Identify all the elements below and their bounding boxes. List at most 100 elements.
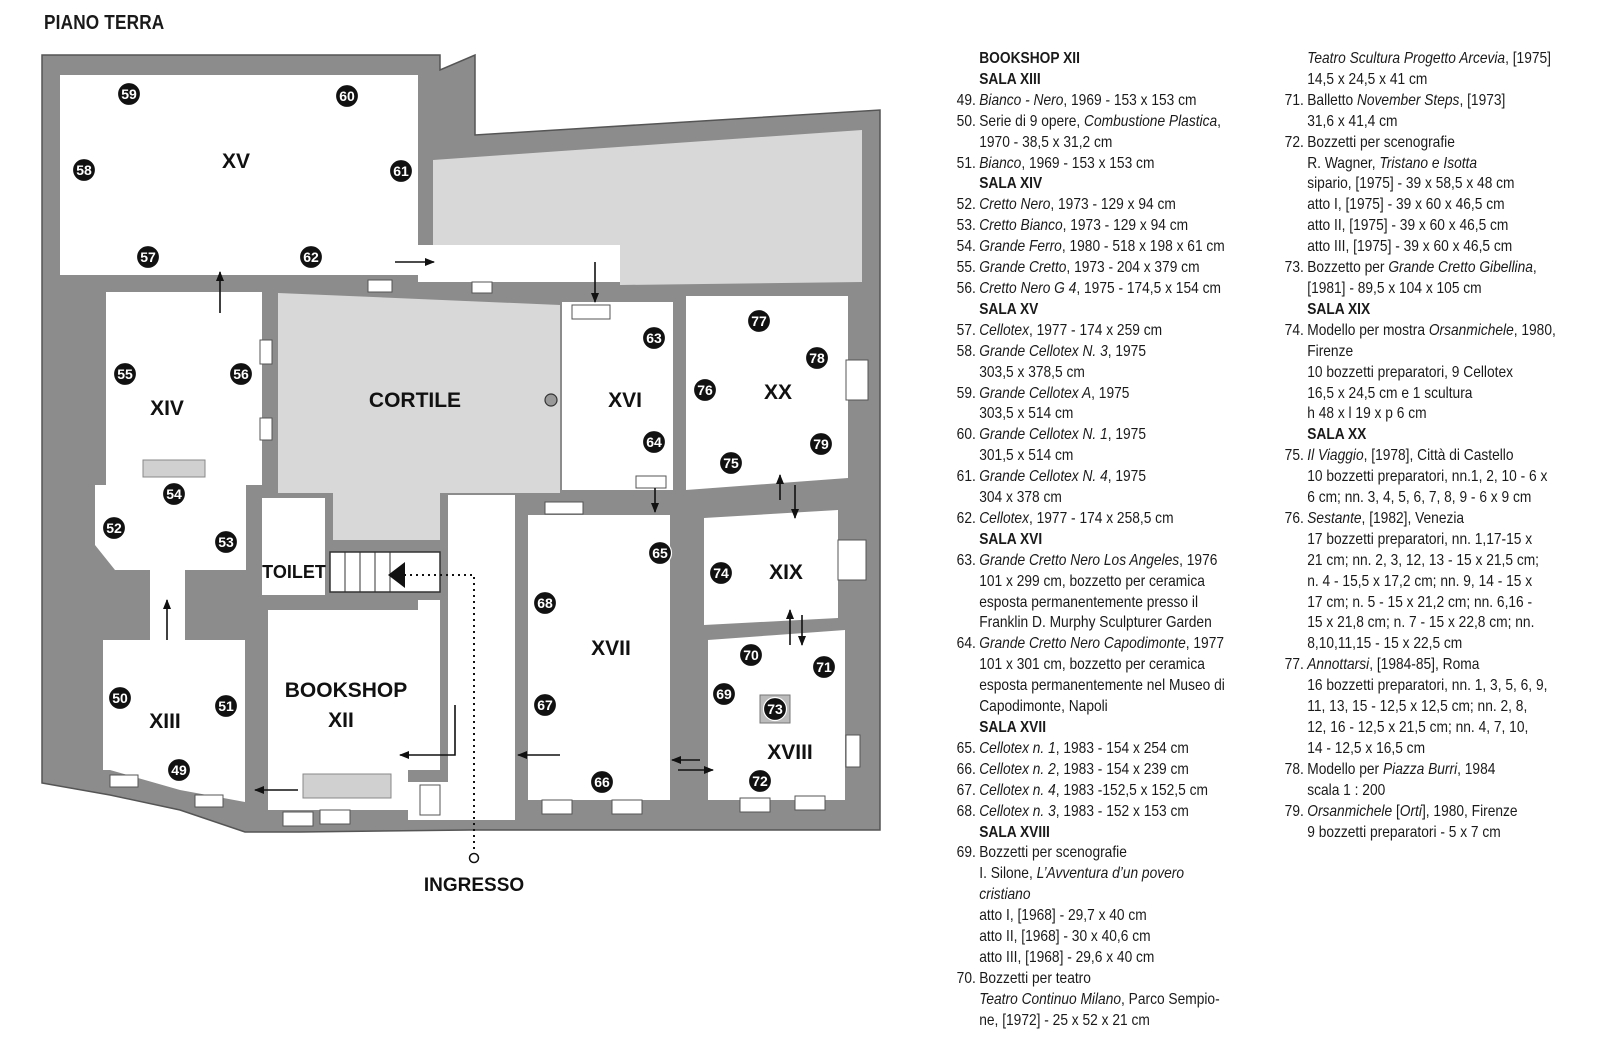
exhibit-marker-56: 56 xyxy=(228,361,254,387)
legend-line: 68.Cellotex n. 3, 1983 - 152 x 153 cm xyxy=(956,802,1189,820)
legend-line: 76.Sestante, [1982], Venezia xyxy=(1284,509,1465,527)
legend-line: ne, [1972] - 25 x 52 x 21 cm xyxy=(979,1011,1150,1029)
legend-section-heading: SALA XX xyxy=(1307,426,1367,444)
room-label-xvi: XVI xyxy=(608,389,642,412)
legend-line: 74.Modello per mostra Orsanmichele, 1980… xyxy=(1284,321,1556,339)
legend-line: sipario, [1975] - 39 x 58,5 x 48 cm xyxy=(1307,175,1515,193)
exhibit-marker-number: 54 xyxy=(166,486,182,502)
legend-line: 59.Grande Cellotex A, 1975 xyxy=(956,384,1130,402)
legend-line: 60.Grande Cellotex N. 1, 1975 xyxy=(956,426,1146,444)
legend-line: 16,5 x 24,5 cm e 1 scultura xyxy=(1307,384,1473,402)
legend-line: 6 cm; nn. 3, 4, 5, 6, 7, 8, 9 - 6 x 9 cm xyxy=(1307,489,1532,507)
exhibit-marker-61: 61 xyxy=(388,158,414,184)
floor-title: PIANO TERRA xyxy=(44,12,165,34)
exhibit-marker-number: 74 xyxy=(713,565,729,581)
exhibit-marker-number: 62 xyxy=(303,249,319,265)
exhibit-marker-72: 72 xyxy=(747,768,773,794)
legend-line: 11, 13, 15 - 12,5 x 12,5 cm; nn. 2, 8, xyxy=(1307,698,1528,716)
exhibit-marker-52: 52 xyxy=(101,515,127,541)
legend-line: 1970 - 38,5 x 31,2 cm xyxy=(979,133,1113,151)
legend-line: 58.Grande Cellotex N. 3, 1975 xyxy=(956,342,1146,360)
legend-section-heading: SALA XVI xyxy=(979,530,1043,548)
exhibit-marker-number: 70 xyxy=(743,647,759,663)
exhibit-marker-number: 72 xyxy=(752,773,768,789)
exhibit-marker-number: 57 xyxy=(140,249,156,265)
legend-line: 62.Cellotex, 1977 - 174 x 258,5 cm xyxy=(956,509,1174,527)
exhibit-marker-number: 56 xyxy=(233,366,249,382)
legend-line: 17 cm; n. 5 - 15 x 21,2 cm; nn. 6,16 - xyxy=(1307,593,1533,611)
legend-line: 63.Grande Cretto Nero Los Angeles, 1976 xyxy=(956,551,1218,569)
legend-line: 304 x 378 cm xyxy=(979,489,1062,507)
stair-landing xyxy=(333,493,440,540)
room-xiii-floor xyxy=(103,640,245,802)
legend-line: Firenze xyxy=(1307,342,1354,360)
exhibit-marker-69: 69 xyxy=(711,681,737,707)
legend-line: 79.Orsanmichele [Orti], 1980, Firenze xyxy=(1284,802,1518,820)
room-label-xii: XII xyxy=(328,709,354,732)
room-label-cortile: CORTILE xyxy=(369,389,461,412)
legend-line: 50.Serie di 9 opere, Combustione Plastic… xyxy=(956,112,1221,130)
entrance-corridor xyxy=(448,495,515,820)
legend-line: 73.Bozzetto per Grande Cretto Gibellina, xyxy=(1284,259,1537,277)
exhibit-marker-55: 55 xyxy=(112,361,138,387)
legend-line: 77.Annottarsi, [1984-85], Roma xyxy=(1284,656,1480,674)
exhibit-marker-53: 53 xyxy=(213,529,239,555)
exhibit-marker-number: 55 xyxy=(117,366,133,382)
exhibit-marker-number: 49 xyxy=(171,762,187,778)
exhibit-marker-number: 78 xyxy=(809,350,825,366)
exhibit-marker-62: 62 xyxy=(298,244,324,270)
legend-line: 57.Cellotex, 1977 - 174 x 259 cm xyxy=(956,321,1163,339)
exhibit-marker-68: 68 xyxy=(532,590,558,616)
exhibit-marker-73: 73 xyxy=(762,696,788,722)
room-label-xiv: XIV xyxy=(150,397,184,420)
exhibit-marker-number: 71 xyxy=(816,659,832,675)
bookshop-counter xyxy=(302,773,392,799)
legend-line: Teatro Scultura Progetto Arcevia, [1975] xyxy=(1307,50,1551,67)
exhibit-marker-number: 68 xyxy=(537,595,553,611)
exhibit-marker-54: 54 xyxy=(161,481,187,507)
legend-line: n. 4 - 15,5 x 17,2 cm; nn. 9, 14 - 15 x xyxy=(1307,572,1533,590)
exhibit-marker-58: 58 xyxy=(71,157,97,183)
exhibit-marker-number: 51 xyxy=(218,698,234,714)
legend-line: esposta permanentemente presso il xyxy=(979,593,1199,611)
exhibit-marker-number: 60 xyxy=(339,88,355,104)
legend-line: scala 1 : 200 xyxy=(1307,781,1386,799)
legend-line: 101 x 299 cm, bozzetto per ceramica xyxy=(979,572,1205,590)
exhibit-marker-79: 79 xyxy=(808,431,834,457)
legend-line: 64.Grande Cretto Nero Capodimonte, 1977 xyxy=(956,635,1225,653)
legend-section-heading: SALA XV xyxy=(979,300,1039,318)
exhibit-marker-76: 76 xyxy=(692,377,718,403)
exhibit-marker-number: 59 xyxy=(121,86,137,102)
cortile-floor xyxy=(278,293,560,493)
legend-line: 53.Cretto Bianco, 1973 - 129 x 94 cm xyxy=(956,217,1189,235)
legend-line: atto III, [1968] - 29,6 x 40 cm xyxy=(979,948,1155,966)
legend-line: 8,10,11,15 - 15 x 22,5 cm xyxy=(1307,635,1463,653)
legend-line: esposta permanentemente nel Museo di xyxy=(979,677,1225,695)
room-xv-floor xyxy=(60,75,418,275)
exhibit-marker-number: 65 xyxy=(652,545,668,561)
exhibit-marker-number: 53 xyxy=(218,534,234,550)
legend-line: R. Wagner, Tristano e Isotta xyxy=(1307,154,1478,172)
exhibit-marker-number: 69 xyxy=(716,686,732,702)
bookshop-floor xyxy=(268,600,440,810)
room-label-toilet: TOILET xyxy=(262,562,326,582)
exhibit-marker-60: 60 xyxy=(334,83,360,109)
exhibit-marker-number: 67 xyxy=(537,697,553,713)
legend-line: 70.Bozzetti per teatro xyxy=(956,969,1091,987)
legend-line: atto III, [1975] - 39 x 60 x 46,5 cm xyxy=(1307,238,1513,256)
room-label-xx: XX xyxy=(764,381,792,404)
legend-line: 14 - 12,5 x 16,5 cm xyxy=(1307,739,1426,757)
legend-line: 303,5 x 378,5 cm xyxy=(979,363,1085,381)
legend-line: 10 bozzetti preparatori, nn.1, 2, 10 - 6… xyxy=(1307,468,1548,486)
legend-line: atto II, [1968] - 30 x 40,6 cm xyxy=(979,928,1151,946)
legend-line: 15 x 21,8 cm; n. 7 - 15 x 22,8 cm; nn. xyxy=(1307,614,1535,632)
exhibit-marker-number: 73 xyxy=(767,701,783,717)
exhibit-marker-57: 57 xyxy=(135,244,161,270)
toilet-floor xyxy=(262,498,325,595)
legend-line: 12, 16 - 12,5 x 21,5 cm; nn. 4, 7, 10, xyxy=(1307,719,1529,736)
legend-line: 51.Bianco, 1969 - 153 x 153 cm xyxy=(956,154,1155,172)
legend-line: 67.Cellotex n. 4, 1983 -152,5 x 152,5 cm xyxy=(956,781,1208,799)
legend-line: 65.Cellotex n. 1, 1983 - 154 x 254 cm xyxy=(956,739,1189,757)
legend-line: 101 x 301 cm, bozzetto per ceramica xyxy=(979,656,1205,674)
